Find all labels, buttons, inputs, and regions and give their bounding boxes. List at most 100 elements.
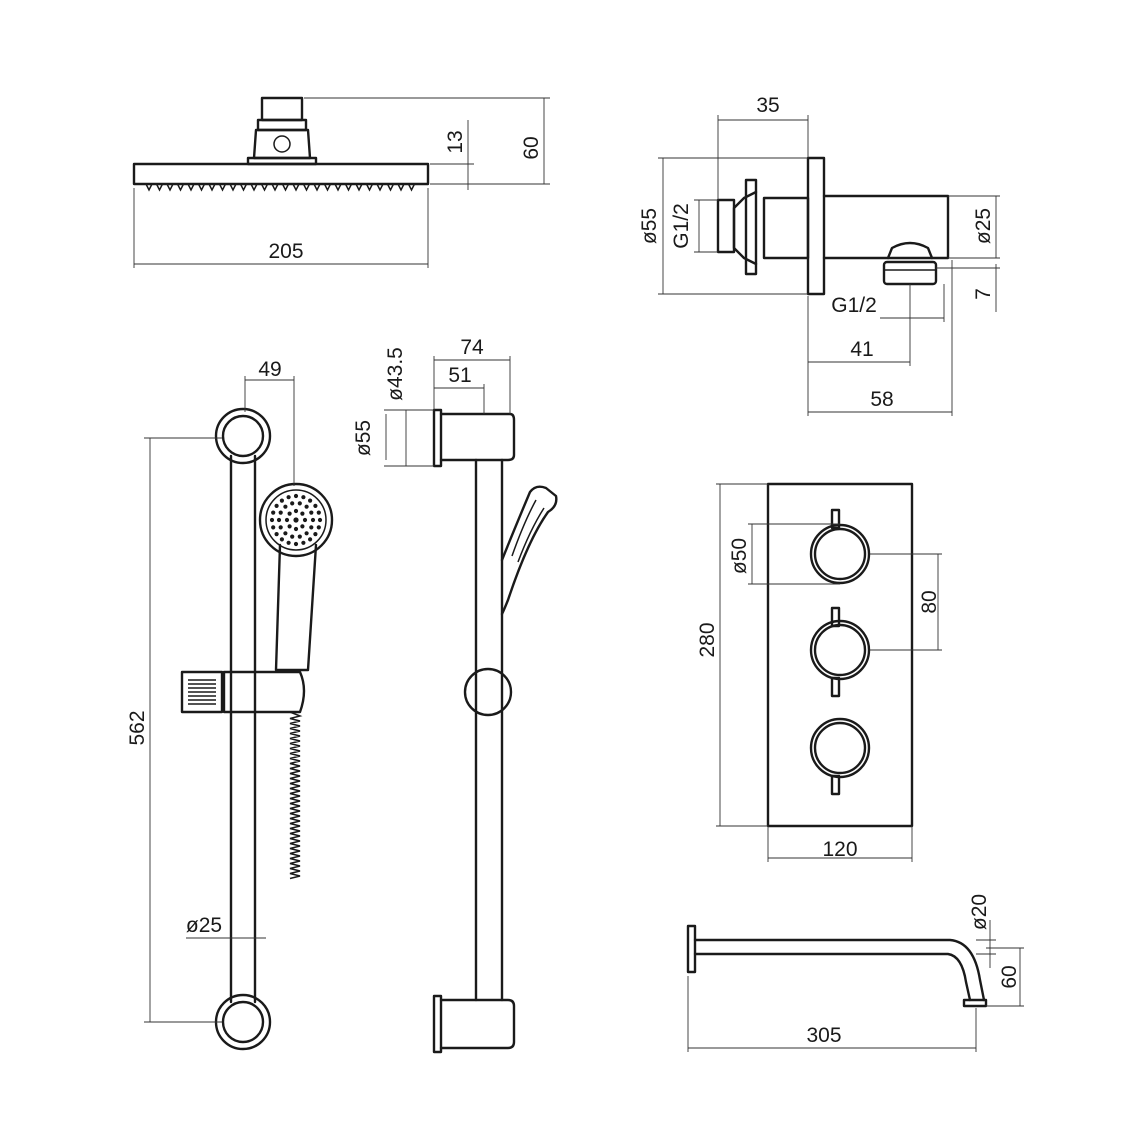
spray-hole <box>284 517 290 523</box>
spray-hole <box>317 517 323 523</box>
valve-handle-middle <box>809 606 871 698</box>
spray-hole <box>301 540 306 545</box>
dim-outlet-depth: 35 <box>756 94 779 117</box>
spray-hole <box>283 504 288 509</box>
spray-hole <box>269 517 275 523</box>
valve-handle-bottom <box>809 717 871 796</box>
spray-hole <box>271 510 276 515</box>
spray-hole <box>316 510 321 515</box>
spray-hole <box>293 517 299 523</box>
spray-hole <box>276 517 282 523</box>
spray-hole <box>302 517 308 523</box>
swivel-ball-joint <box>252 128 312 160</box>
valve-plate <box>766 482 914 828</box>
spout-outlet <box>962 998 988 1008</box>
dim-outlet-height: 7 <box>972 288 995 300</box>
spray-hole <box>316 525 321 530</box>
inlet-nut <box>762 196 810 260</box>
outlet-body <box>822 194 950 260</box>
head-plate <box>132 162 430 186</box>
spray-hole <box>297 501 302 506</box>
top-wall-bracket <box>214 407 272 465</box>
riser-rail-front-view <box>180 407 334 1051</box>
ceiling-arm-stub <box>260 96 304 122</box>
dim-valve-height: 280 <box>696 622 719 657</box>
side-hand-shower <box>500 485 558 616</box>
outlet-elbow <box>886 241 934 260</box>
spray-hole <box>309 510 314 515</box>
riser-rail-front-dimensions: 49 562 ø25 <box>126 358 295 1023</box>
dim-outlet-flange: ø55 <box>638 208 661 244</box>
spray-hole <box>274 532 279 537</box>
bath-filler-spout <box>686 924 988 1008</box>
spray-hole <box>290 501 295 506</box>
inlet-flange-plate <box>744 178 758 276</box>
dim-rail-length: 562 <box>126 710 149 745</box>
valve-handle-top <box>809 508 871 585</box>
spray-hole <box>286 495 291 500</box>
bottom-flange <box>432 994 443 1054</box>
side-slider <box>463 667 513 717</box>
spray-hole <box>300 511 305 516</box>
bath-filler-dimensions: ø20 60 305 <box>687 894 1024 1052</box>
top-flange <box>432 408 443 468</box>
spray-hole <box>310 517 316 523</box>
spray-hole <box>297 534 302 539</box>
outlet-nozzle <box>882 260 938 286</box>
thermostatic-valve-dimensions: 280 ø50 80 120 <box>696 483 942 862</box>
dim-bracket-depth: 74 <box>460 336 484 359</box>
spray-hole <box>279 498 284 503</box>
rain-shower-head <box>132 96 430 192</box>
spray-hole <box>278 525 283 530</box>
dim-bracket-flange: ø55 <box>352 420 375 456</box>
head-nozzles <box>145 183 416 192</box>
dim-outlet-projection: 58 <box>870 388 893 411</box>
bottom-bracket-arm <box>439 998 516 1050</box>
spray-hole <box>290 534 295 539</box>
dim-head-height-total: 60 <box>520 136 543 159</box>
top-bracket-arm <box>439 412 516 462</box>
spray-hole <box>308 537 313 542</box>
dim-spout-projection: 305 <box>806 1024 841 1047</box>
dim-rail-head-offset: 49 <box>258 358 281 381</box>
dim-rail-dia: ø25 <box>186 914 222 937</box>
wall-outlet-dimensions: 35 ø55 G1/2 ø25 7 G1/2 41 58 <box>638 94 1000 416</box>
dim-handle-spacing: 80 <box>918 590 941 613</box>
slider-grip <box>188 679 216 705</box>
spray-hole <box>271 525 276 530</box>
spray-hole <box>293 541 299 547</box>
dim-valve-width: 120 <box>822 838 857 861</box>
rain-head-dimensions: 13 60 205 <box>133 97 550 268</box>
spray-hole <box>304 504 309 509</box>
spray-hole <box>287 524 292 529</box>
spray-hole <box>309 525 314 530</box>
slider-knob <box>180 670 224 714</box>
dim-outlet-dia: ø25 <box>972 208 995 244</box>
spray-hole <box>274 503 279 508</box>
spray-hole <box>300 524 305 529</box>
dim-handle-dia: ø50 <box>728 538 751 574</box>
dim-outlet-offset: 41 <box>850 338 873 361</box>
swivel-collar <box>256 118 308 132</box>
hand-shower-head <box>258 482 334 558</box>
spray-hole <box>278 510 283 515</box>
spray-hole <box>279 537 284 542</box>
wall-flange <box>806 156 826 296</box>
inlet-thread <box>716 198 736 254</box>
spout-wall-flange <box>686 924 697 974</box>
spray-hole <box>301 495 306 500</box>
spray-hole <box>286 540 291 545</box>
shower-hose <box>289 711 303 880</box>
riser-rail-side-dimensions: 74 51 ø43.5 ø55 <box>352 336 511 467</box>
dim-outlet-inlet: G1/2 <box>670 203 693 249</box>
dim-head-width: 205 <box>268 240 303 263</box>
dim-outlet-thread: G1/2 <box>831 294 877 317</box>
spray-holes <box>269 493 323 547</box>
thermostatic-valve <box>766 482 914 828</box>
spray-hole <box>313 532 318 537</box>
spray-hole <box>313 503 318 508</box>
slider-holder <box>222 670 306 714</box>
spray-hole <box>287 511 292 516</box>
dim-bracket-dia: ø43.5 <box>384 347 407 401</box>
